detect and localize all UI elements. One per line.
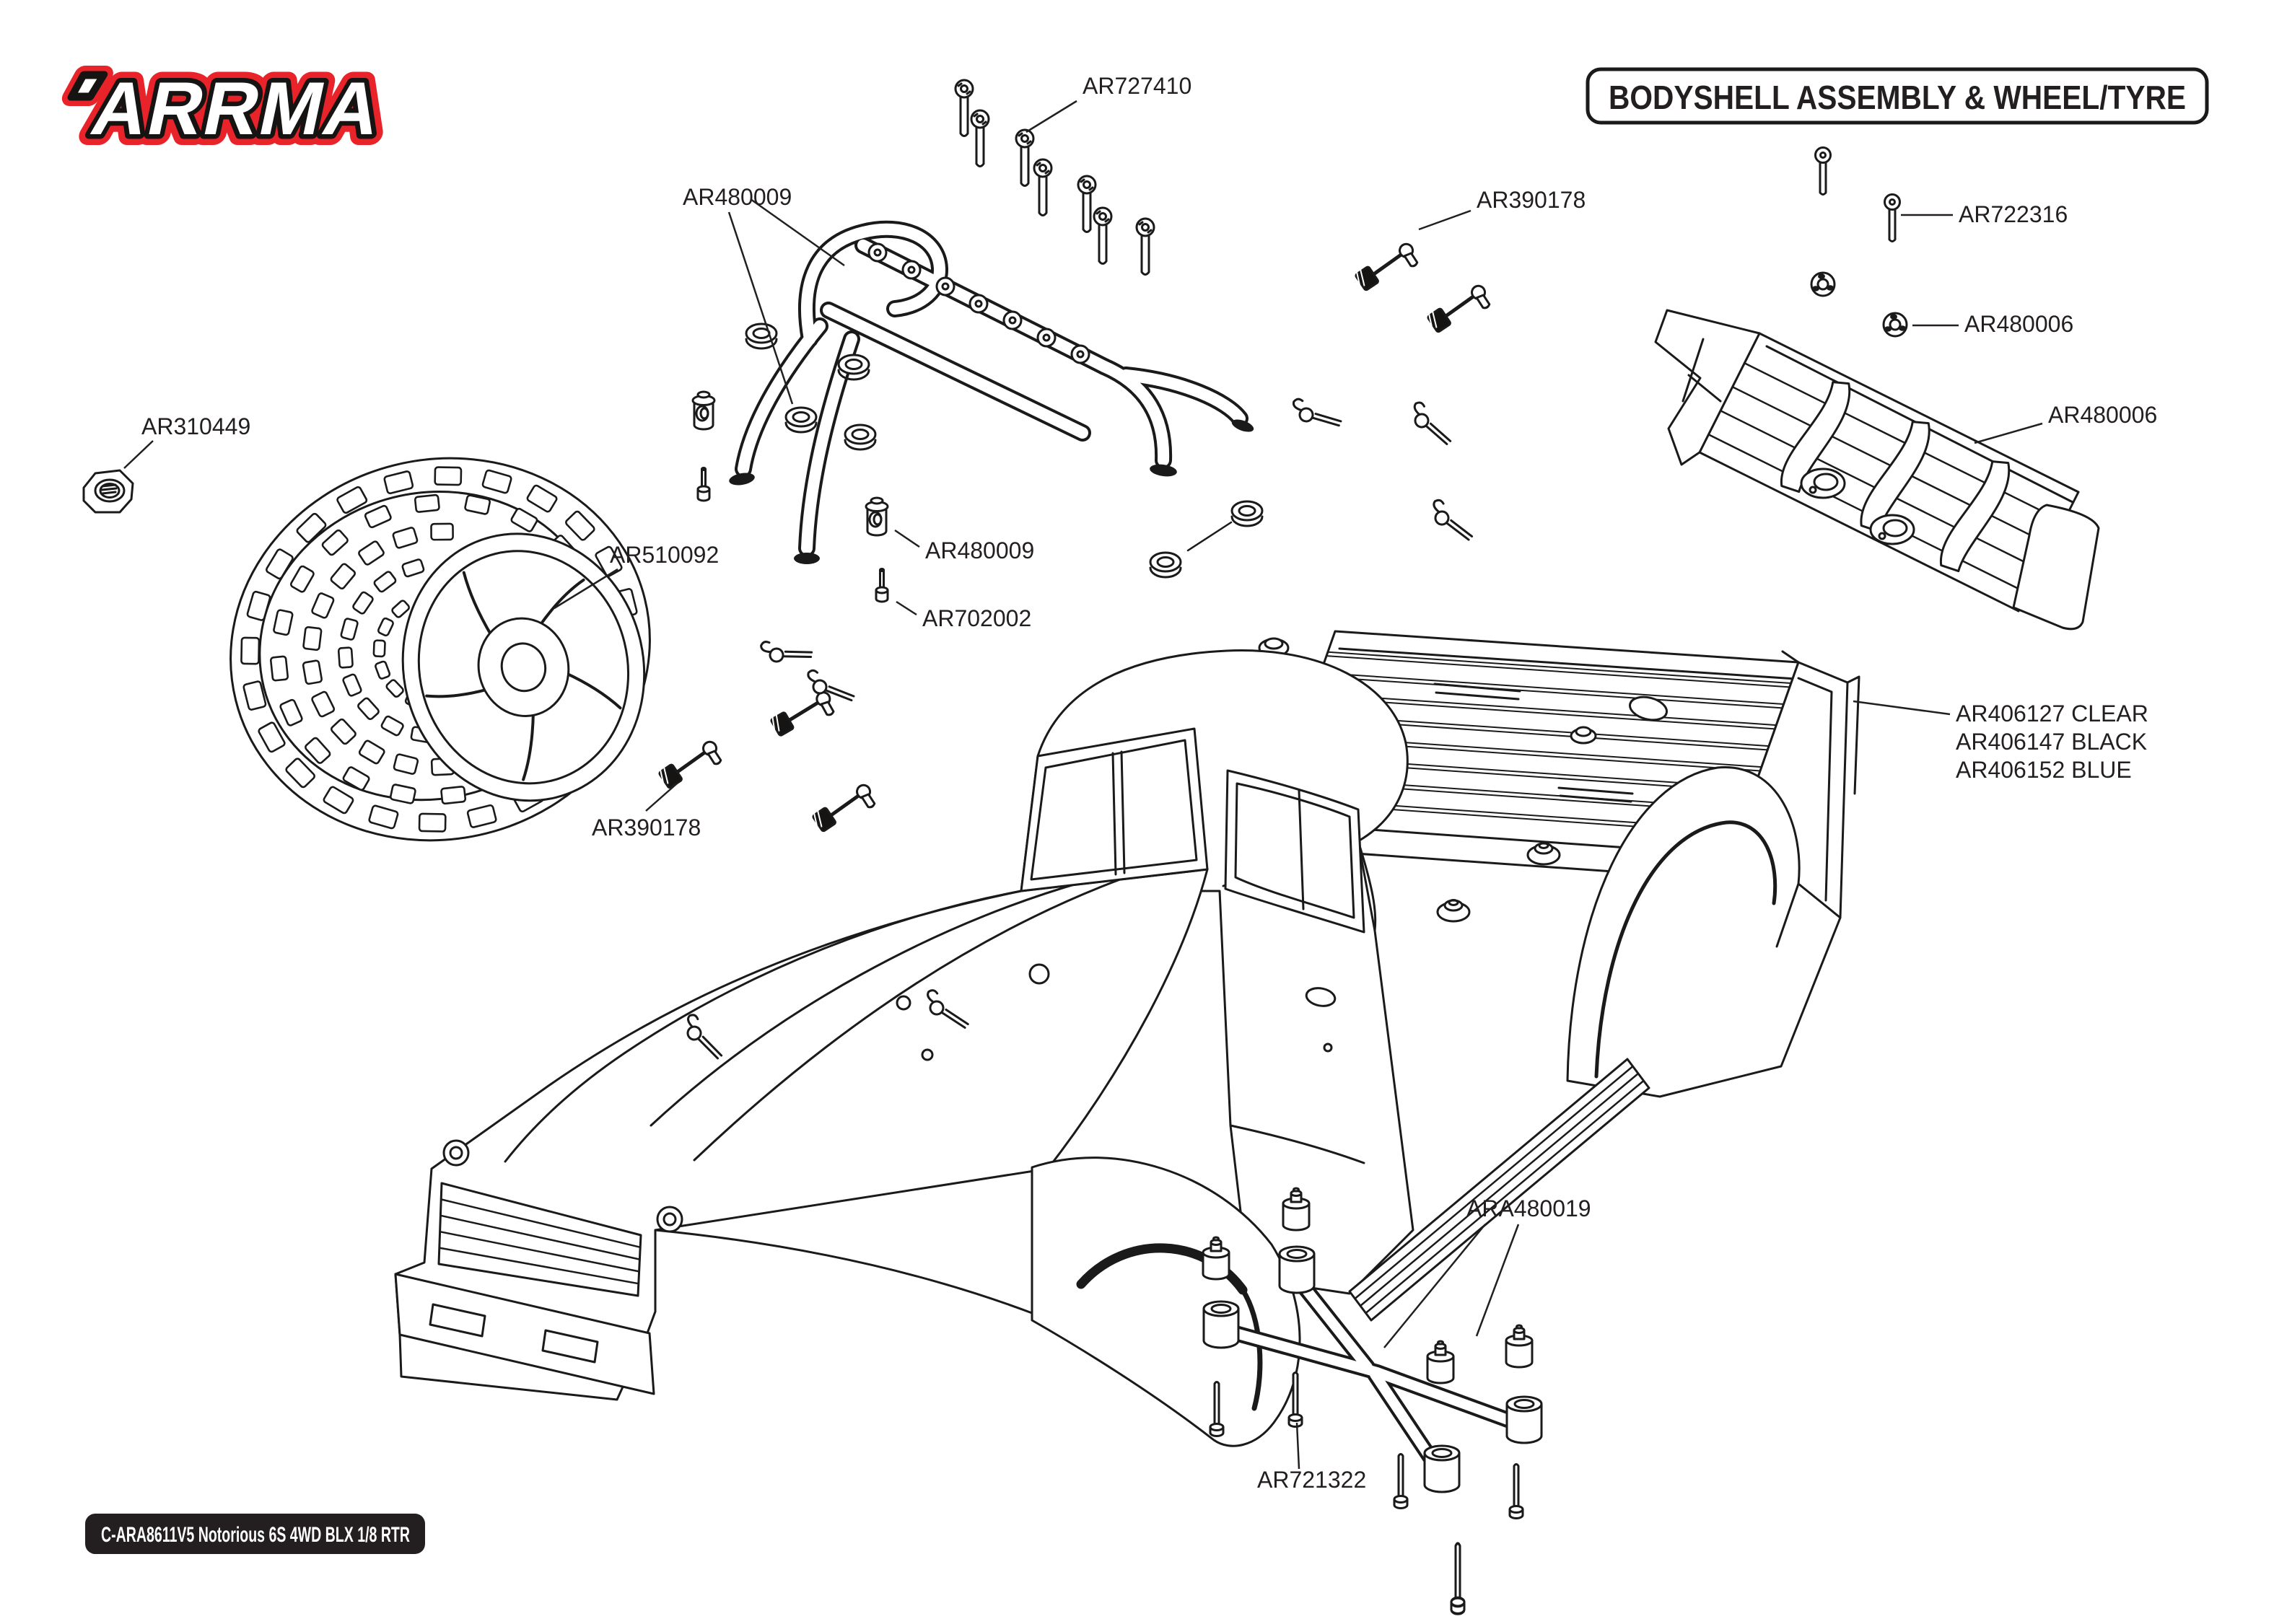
hardware-illustration [82,79,1908,1615]
leader-line [750,198,845,267]
leader-line [1974,422,2043,444]
truck-cab-illustration [394,649,1650,1447]
part-label-ar390178-low: AR390178 [592,783,701,840]
svg-text:ARRMA: ARRMA [84,67,391,151]
leader-line [123,440,154,469]
leader-line [1475,1224,1520,1337]
part-label-ar390178-top: AR390178 [1418,187,1586,231]
part-number-text: AR727410 [1083,73,1191,99]
screw-set-ar722316 [1814,146,1901,242]
part-label-ar721322: AR721322 [1257,1422,1366,1493]
leader-line [896,600,917,616]
part-label-ar310449: AR310449 [123,413,250,469]
leader-line [1295,1422,1300,1470]
part-number-text: AR480009 [925,537,1034,563]
part-number-text: AR480006 [2048,402,2157,428]
title-banner: BODYSHELL ASSEMBLY & WHEEL/TYRE [1586,67,2209,125]
part-label-ar510092: AR510092 [554,542,719,610]
leader-line [645,783,678,812]
part-label-ara480019: ARA480019 [1383,1195,1591,1348]
part-label-ar702002: AR702002 [896,600,1031,631]
wing-buttons-ar480006 [1810,271,1908,338]
rollbar-illustration [729,220,1254,564]
part-number-text: AR480009 [683,184,792,210]
part-label-ar722316: AR722316 [1901,201,2068,227]
part-number-text: AR721322 [1257,1467,1366,1493]
truck-bed-illustration [1258,630,1860,1098]
part-number-text: AR390178 [1477,187,1586,213]
page-title: BODYSHELL ASSEMBLY & WHEEL/TYRE [1609,79,2186,116]
rollbar-feet [729,419,1254,564]
arrma-logo: ARRMA ARRMA ARRMA [61,56,402,162]
screw-set-ar727410 [954,79,1155,276]
leader-line [727,211,794,405]
logo-apostrophe-icon [61,66,113,106]
part-number-text: AR510092 [610,542,719,568]
leader-line [554,568,618,610]
body-brace-ara480019 [1202,1245,1543,1493]
part-number-text: AR310449 [141,413,250,439]
arrma-logo-text: ARRMA ARRMA ARRMA [74,56,402,162]
tire-wheel-illustration [229,457,651,842]
kit-code-text: C-ARA8611V5 Notorious 6S 4WD BLX 1/8 RTR [101,1523,410,1547]
wing-illustration [1654,309,2100,631]
wing-fins [1780,381,2011,573]
leader-line [1383,1224,1486,1348]
svg-text:ARRMA: ARRMA [84,67,391,151]
part-label-ar480009-top: AR480009 [683,184,845,405]
leader-line [894,529,920,548]
kit-code-badge: C-ARA8611V5 Notorious 6S 4WD BLX 1/8 RTR [85,1514,425,1554]
leader-line [1853,700,1951,716]
part-label-ar480006-a: AR480006 [1912,311,2073,337]
part-label-ar727410: AR727410 [1026,73,1191,133]
part-number-text: AR390178 [592,815,701,840]
leader-line [1418,209,1471,231]
part-number-text: AR702002 [922,605,1031,631]
grommet-rings-ar480009 [745,322,1264,579]
part-number-text: AR722316 [1959,201,2068,227]
screws-ar702002 [696,467,889,603]
part-number-text: AR480006 [1964,311,2073,337]
part-label-ar480009-mid: AR480009 [894,529,1034,563]
leader-line [1026,100,1077,133]
part-label-ar480006-b: AR480006 [1974,402,2157,444]
wheel-nut-ar310449 [82,469,134,514]
svg-text:ARRMA: ARRMA [84,67,391,151]
grille-slats [438,1198,642,1285]
rocker-ridges [1354,1065,1645,1314]
part-number-text: ARA480019 [1466,1195,1591,1221]
